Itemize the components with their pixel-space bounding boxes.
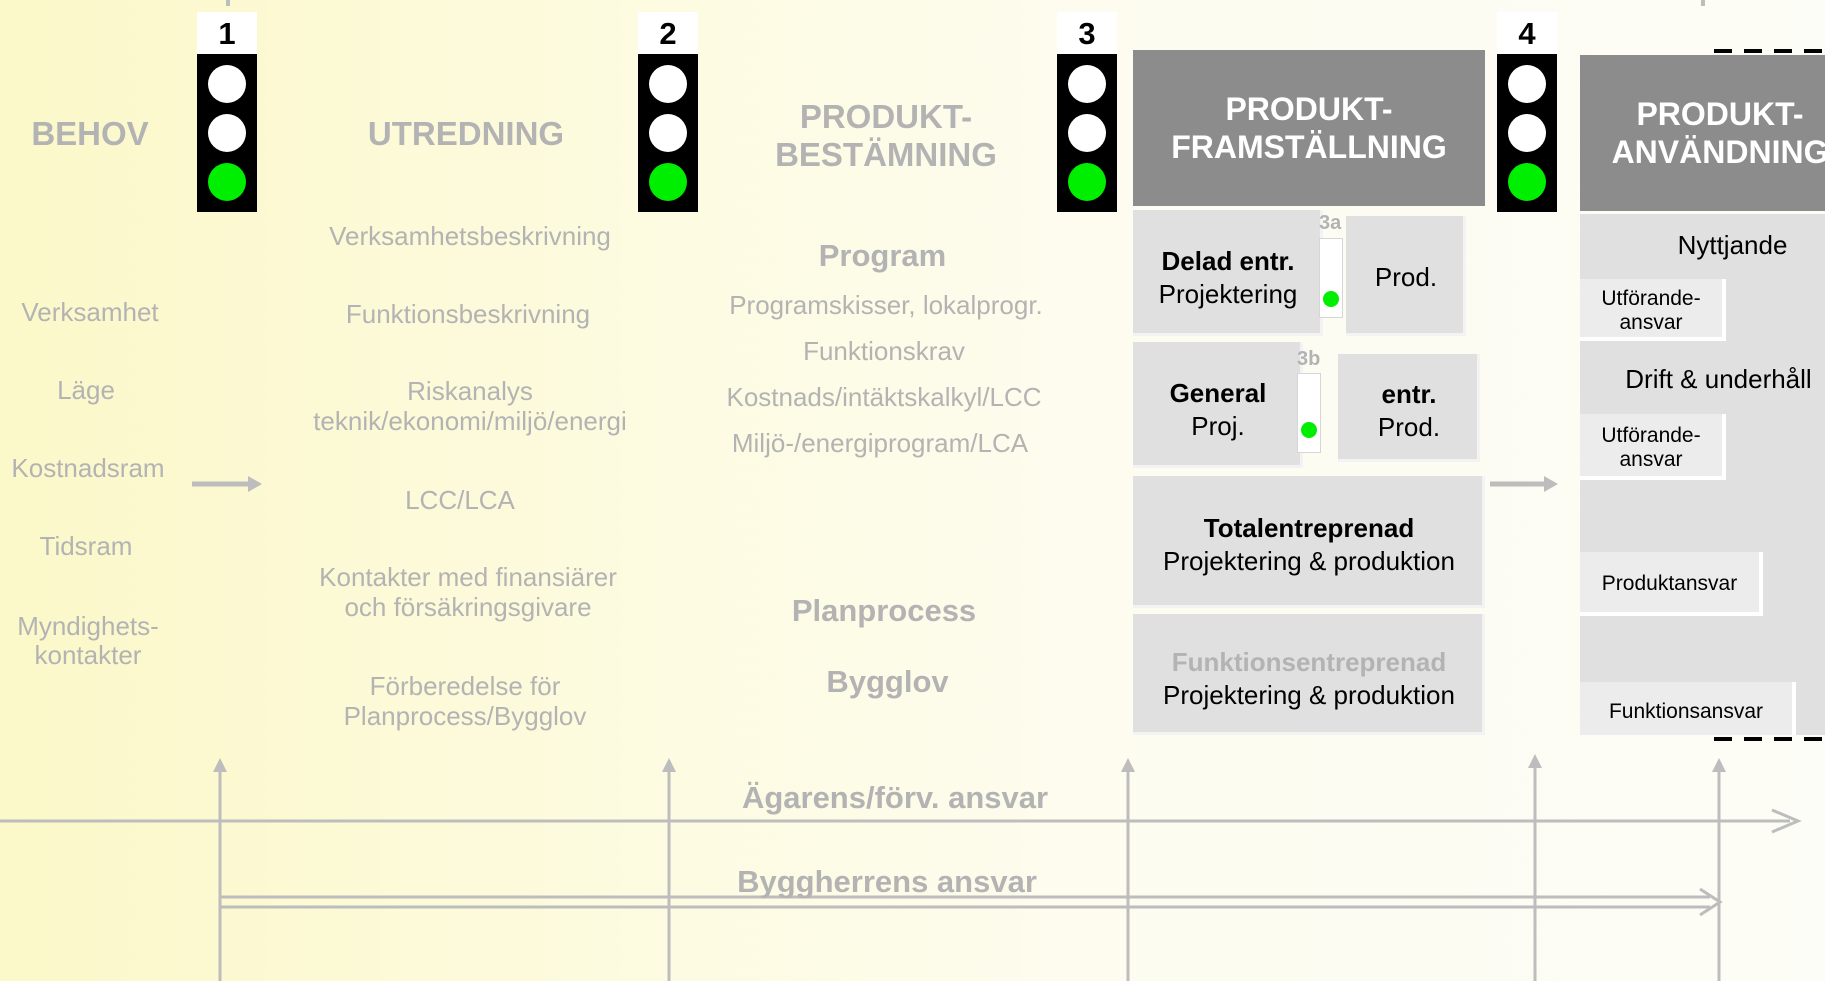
bestamning-planprocess: Planprocess	[791, 593, 977, 628]
funktionsentreprenad-sub: Projektering & produktion	[1163, 679, 1455, 710]
behov-title: BEHOV	[31, 115, 149, 152]
utforande-ansvar-2: Utförande- ansvar	[1580, 414, 1726, 480]
mini-lamp-green	[1301, 422, 1317, 438]
anvandning-nyttjande: Nyttjande	[1677, 230, 1788, 260]
program-item-funktionskrav: Funktionskrav	[803, 336, 965, 366]
general-entr-box: General Proj.	[1133, 342, 1303, 468]
byggherrens-ansvar-label: Byggherrens ansvar	[737, 864, 1037, 899]
funktionsentreprenad-box: Funktionsentreprenad Projektering & prod…	[1133, 614, 1485, 735]
lamp-off	[649, 65, 687, 103]
behov-item-myndighetskontakter: Myndighets- kontakter	[17, 611, 159, 670]
traffic-light-number: 2	[638, 12, 698, 54]
traffic-light-2: 2	[638, 12, 698, 212]
lamp-green	[208, 163, 246, 201]
utredning-item-riskanalys: Riskanalys teknik/ekonomi/miljö/energi	[313, 376, 627, 436]
totalentreprenad-box: Totalentreprenad Projektering & produkti…	[1133, 476, 1485, 608]
general-entr-label: entr.	[1381, 379, 1437, 409]
traffic-light-3: 3	[1057, 12, 1117, 212]
funktionsansvar-box: Funktionsansvar	[1580, 682, 1796, 735]
delad-prod-box: Prod.	[1346, 216, 1466, 336]
lamp-off	[1068, 65, 1106, 103]
funktionsentreprenad-title: Funktionsentreprenad	[1171, 647, 1447, 677]
framstallning-title: PRODUKT- FRAMSTÄLLNING	[1171, 90, 1447, 165]
lamp-off	[1508, 65, 1546, 103]
utforande-ansvar-1: Utförande- ansvar	[1580, 279, 1726, 341]
lamp-green	[1068, 163, 1106, 201]
lamp-off	[1068, 114, 1106, 152]
lamp-off	[208, 114, 246, 152]
stage-arrowhead-2	[662, 758, 676, 772]
stage-arrowhead-3	[1121, 758, 1135, 772]
traffic-light-number: 1	[197, 12, 257, 54]
agarens-ansvar-label: Ägarens/förv. ansvar	[741, 780, 1049, 815]
behov-item-verksamhet: Verksamhet	[21, 297, 159, 327]
utredning-item-forberedelse: Förberedelse för Planprocess/Bygglov	[343, 671, 587, 731]
general-entr-sub: Proj.	[1191, 410, 1245, 441]
delad-prod-label: Prod.	[1374, 262, 1438, 292]
program-item-skisser: Programskisser, lokalprogr.	[729, 290, 1043, 320]
totalentreprenad-title: Totalentreprenad	[1203, 513, 1415, 543]
delad-entr-title: Delad entr.	[1161, 246, 1295, 276]
lamp-green	[649, 163, 687, 201]
agarens-axis-arrowhead	[1771, 808, 1802, 834]
general-prod-label: Prod.	[1377, 411, 1441, 442]
program-item-miljo: Miljö-/energiprogram/LCA	[731, 428, 1029, 458]
utredning-item-lcc-lca: LCC/LCA	[405, 485, 515, 515]
utredning-item-verksamhetsbeskrivning: Verksamhetsbeskrivning	[329, 221, 611, 251]
lamp-off	[1508, 114, 1546, 152]
bestamning-title: PRODUKT- BESTÄMNING	[775, 98, 997, 173]
stage-arrowhead-4	[1528, 754, 1542, 768]
traffic-light-number: 3	[1057, 12, 1117, 54]
behov-item-kostnadsram: Kostnadsram	[11, 453, 165, 483]
delad-entr-box: Delad entr. Projektering	[1133, 210, 1323, 336]
general-entr-title: General	[1169, 378, 1267, 408]
utredning-title: UTREDNING	[367, 115, 565, 152]
stage-arrowhead-5	[1712, 758, 1726, 772]
anvandning-header: PRODUKT- ANVÄNDNING	[1580, 55, 1825, 211]
anvandning-drift: Drift & underhåll	[1625, 364, 1812, 394]
lamp-green	[1508, 163, 1546, 201]
traffic-light-number: 4	[1497, 12, 1557, 54]
mini-traffic-light-3a	[1319, 238, 1343, 318]
mini-traffic-light-3b	[1297, 373, 1321, 453]
totalentreprenad-sub: Projektering & produktion	[1163, 545, 1455, 576]
behov-item-tidsram: Tidsram	[39, 531, 133, 561]
program-item-kalkyl: Kostnads/intäktskalkyl/LCC	[726, 382, 1042, 412]
produktansvar-box: Produktansvar	[1580, 552, 1763, 616]
mini-lamp-green	[1323, 291, 1339, 307]
utredning-item-kontakter: Kontakter med finansiärer och försäkring…	[319, 562, 617, 622]
behov-item-lage: Läge	[57, 375, 115, 405]
lamp-off	[208, 65, 246, 103]
lamp-off	[649, 114, 687, 152]
anvandning-title: PRODUKT- ANVÄNDNING	[1611, 95, 1825, 170]
stage-arrowhead-1	[213, 758, 227, 772]
mini-light-3b-label: 3b	[1297, 348, 1321, 370]
bestamning-bygglov: Bygglov	[826, 664, 949, 699]
byggherrens-axis-arrowhead	[1699, 887, 1723, 917]
bestamning-program-title: Program	[818, 238, 947, 273]
mini-light-3a-label: 3a	[1319, 212, 1342, 234]
traffic-light-1: 1	[197, 12, 257, 212]
utredning-item-funktionsbeskrivning: Funktionsbeskrivning	[345, 299, 591, 329]
general-prod-box: entr. Prod.	[1338, 354, 1480, 462]
delad-entr-sub: Projektering	[1158, 278, 1298, 309]
traffic-light-4: 4	[1497, 12, 1557, 212]
framstallning-header: PRODUKT- FRAMSTÄLLNING	[1133, 50, 1485, 206]
